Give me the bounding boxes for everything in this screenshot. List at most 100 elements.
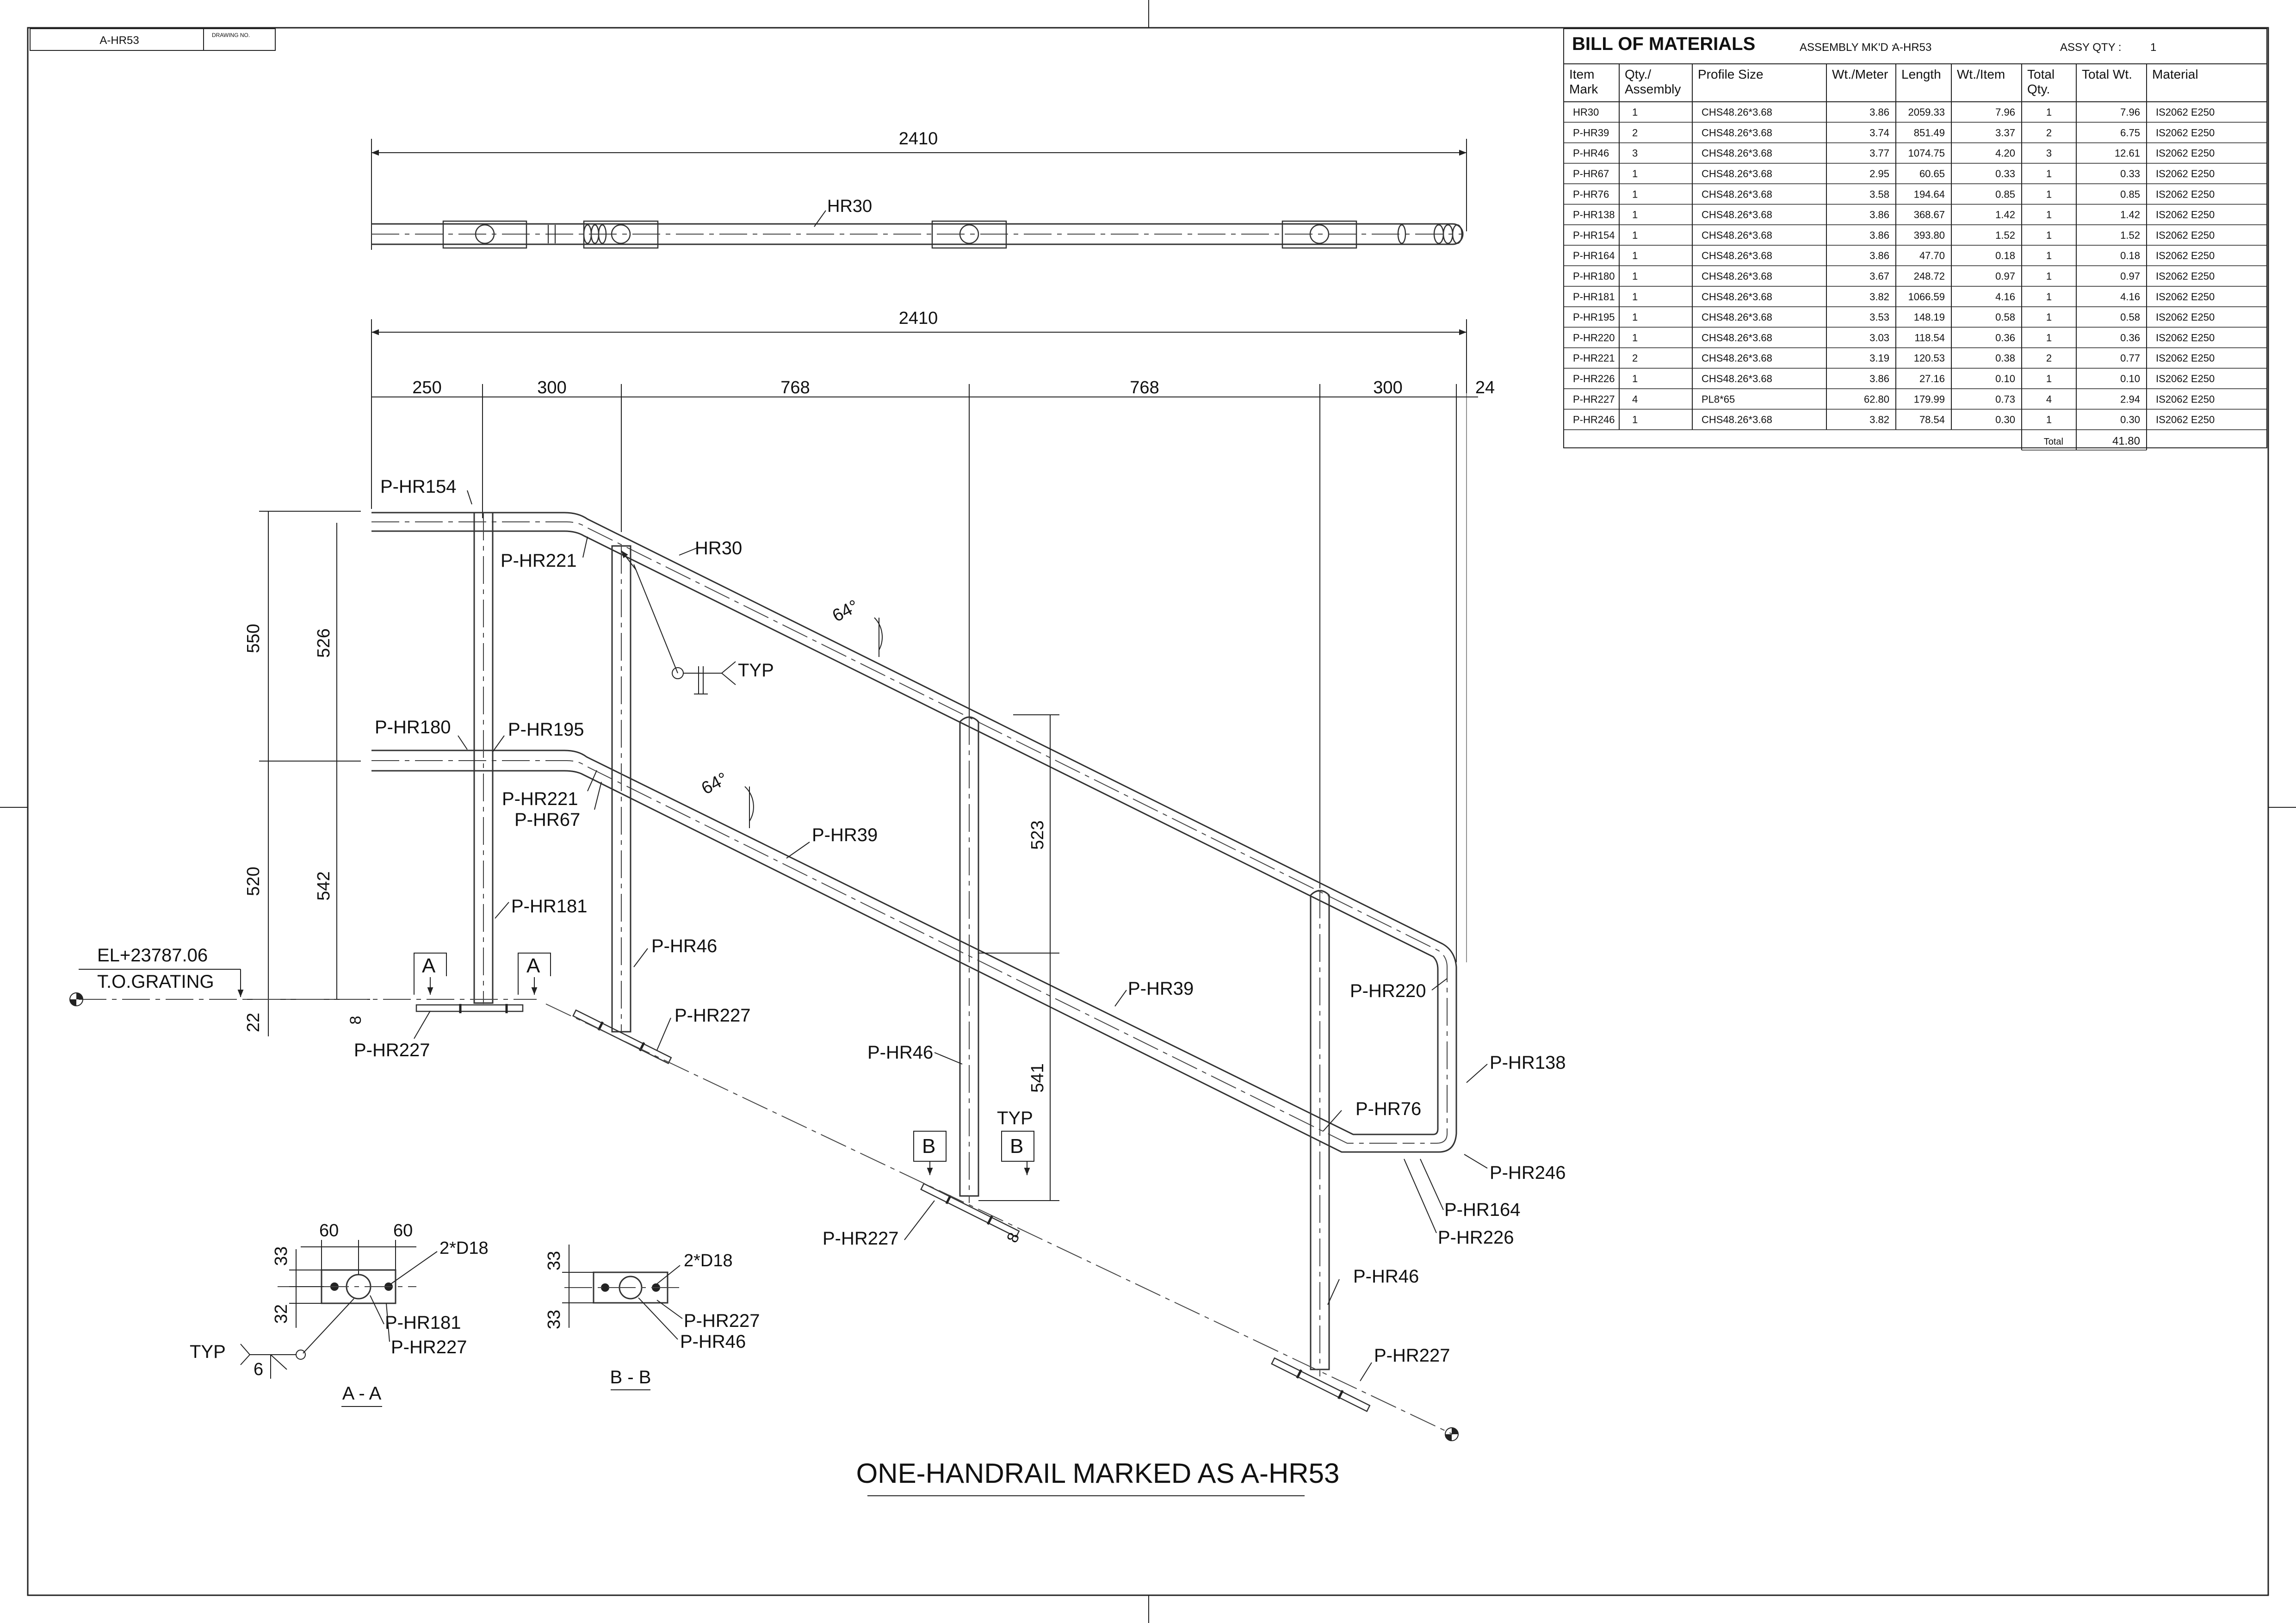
bom-cell: 1	[1632, 188, 1638, 200]
bom-cell: 194.64	[1914, 188, 1945, 200]
bom-cell: 1	[1632, 291, 1638, 303]
bom-cell: IS2062 E250	[2156, 229, 2215, 241]
bom-cell: 3.86	[1869, 250, 1889, 261]
bom-cell: CHS48.26*3.68	[1702, 332, 1772, 343]
dim-seg-768b: 768	[1130, 378, 1159, 397]
bom-cell: 60.65	[1919, 168, 1945, 180]
bom-cell: 0.58	[2120, 311, 2140, 323]
bom-cell: 3.19	[1869, 353, 1889, 364]
bom-cell: IS2062 E250	[2156, 291, 2215, 303]
bom-cell: 1	[1632, 250, 1638, 261]
bom-cell: IS2062 E250	[2156, 311, 2215, 323]
bom-cell: IS2062 E250	[2156, 250, 2215, 261]
bom-cell: 7.96	[2120, 106, 2140, 118]
bom-cell: 851.49	[1914, 127, 1945, 138]
bom-cell: 1	[2046, 209, 2052, 221]
bom-cell: 393.80	[1914, 229, 1945, 241]
aa-dim-60a: 60	[319, 1221, 339, 1240]
bom-cell: 1	[2046, 271, 2052, 282]
bom-assembly-value: A-HR53	[1892, 41, 1931, 54]
bom-cell: 2.94	[2120, 393, 2140, 405]
dim-seg-300b: 300	[1373, 378, 1402, 397]
bom-cell: 0.10	[2120, 373, 2140, 384]
bb-p-hr227: P-HR227	[684, 1311, 760, 1331]
bom-cell: 3.86	[1869, 373, 1889, 384]
bom-cell: 1	[1632, 168, 1638, 180]
section-aa: 60 60 33 32 2*D18 P-HR181 P-HR227 TYP 6 …	[190, 1221, 489, 1407]
bom-cell: 3.37	[1995, 127, 2015, 138]
bom-header-cell: Wt./Item	[1957, 67, 2005, 81]
drawing-mark: A-HR53	[99, 34, 139, 47]
bom-cell: P-HR246	[1573, 414, 1615, 426]
angle-64-top: 64°	[829, 596, 862, 626]
bom-cell: PL8*65	[1702, 393, 1735, 405]
bom-header-cell: Profile Size	[1698, 67, 1764, 81]
label-p-hr138: P-HR138	[1490, 1053, 1566, 1073]
bom-cell: IS2062 E250	[2156, 127, 2215, 138]
bom-cell: P-HR220	[1573, 332, 1615, 343]
bom-cell: 3	[1632, 148, 1638, 159]
dim-seg-300a: 300	[537, 378, 566, 397]
label-p-hr221-a: P-HR221	[501, 551, 577, 571]
label-p-hr220: P-HR220	[1350, 981, 1426, 1001]
bom-cell: 1074.75	[1908, 148, 1945, 159]
bom-qty-value: 1	[2150, 41, 2156, 54]
bill-of-materials: BILL OF MATERIALS ASSEMBLY MK'D : A-HR53…	[1563, 28, 2267, 451]
angle-64-mid: 64°	[699, 769, 731, 799]
label-p-hr46-a: P-HR46	[651, 936, 717, 956]
bom-cell: IS2062 E250	[2156, 393, 2215, 405]
bom-cell: P-HR39	[1573, 127, 1609, 138]
bom-cell: 248.72	[1914, 271, 1945, 282]
bom-assembly-label: ASSEMBLY MK'D :	[1800, 41, 1894, 54]
bom-cell: 2	[1632, 127, 1638, 138]
bom-cell: CHS48.26*3.68	[1702, 414, 1772, 426]
label-p-hr227-d: P-HR227	[1374, 1345, 1450, 1366]
bom-cell: 1	[2046, 332, 2052, 343]
dim-526: 526	[314, 628, 334, 657]
aa-holes: 2*D18	[439, 1239, 489, 1258]
bom-cell: 4.16	[1995, 291, 2015, 303]
bom-cell: 1	[1632, 373, 1638, 384]
bom-cell: CHS48.26*3.68	[1702, 106, 1772, 118]
bom-cell: 1	[2046, 311, 2052, 323]
bom-cell: P-HR195	[1573, 311, 1615, 323]
bom-cell: CHS48.26*3.68	[1702, 168, 1772, 180]
label-p-hr67: P-HR67	[514, 810, 580, 830]
bom-cell: IS2062 E250	[2156, 168, 2215, 180]
bb-holes: 2*D18	[684, 1251, 733, 1270]
label-p-hr39-b: P-HR39	[1128, 979, 1194, 999]
bom-cell: IS2062 E250	[2156, 414, 2215, 426]
bom-cell: CHS48.26*3.68	[1702, 353, 1772, 364]
bom-cell: 368.67	[1914, 209, 1945, 221]
bom-cell: 3.58	[1869, 188, 1889, 200]
bom-cell: 3.74	[1869, 127, 1889, 138]
dim-seg-24: 24	[1475, 378, 1495, 397]
bom-total-value: 41.80	[2112, 435, 2140, 447]
bom-cell: CHS48.26*3.68	[1702, 271, 1772, 282]
label-p-hr195: P-HR195	[508, 719, 584, 740]
bom-cell: 1	[2046, 250, 2052, 261]
bom-total-label: Total	[2044, 437, 2063, 447]
section-bb: 33 33 2*D18 P-HR227 P-HR46 B - B	[545, 1245, 760, 1390]
bom-cell: P-HR221	[1573, 353, 1615, 364]
bom-cell: 1.42	[2120, 209, 2140, 221]
bom-header-cell: Total	[2027, 67, 2055, 81]
bom-cell: 0.85	[1995, 188, 2015, 200]
label-typ-weld: TYP	[738, 660, 774, 681]
drawing-no-label: DRAWING NO.	[212, 32, 250, 38]
bom-cell: 120.53	[1914, 353, 1945, 364]
bb-p-hr46: P-HR46	[680, 1332, 746, 1352]
bom-header-cell: Total Wt.	[2082, 67, 2132, 81]
bom-cell: 1	[2046, 414, 2052, 426]
bom-cell: 4.20	[1995, 148, 2015, 159]
bom-cell: CHS48.26*3.68	[1702, 148, 1772, 159]
label-p-hr227-c: P-HR227	[823, 1228, 899, 1249]
bom-cell: 1	[1632, 229, 1638, 241]
bom-cell: 0.30	[2120, 414, 2140, 426]
bom-cell: 179.99	[1914, 393, 1945, 405]
bom-cell: 12.61	[2115, 148, 2140, 159]
bom-cell: 0.58	[1995, 311, 2015, 323]
bom-cell: 1	[1632, 311, 1638, 323]
bom-cell: 1	[2046, 106, 2052, 118]
